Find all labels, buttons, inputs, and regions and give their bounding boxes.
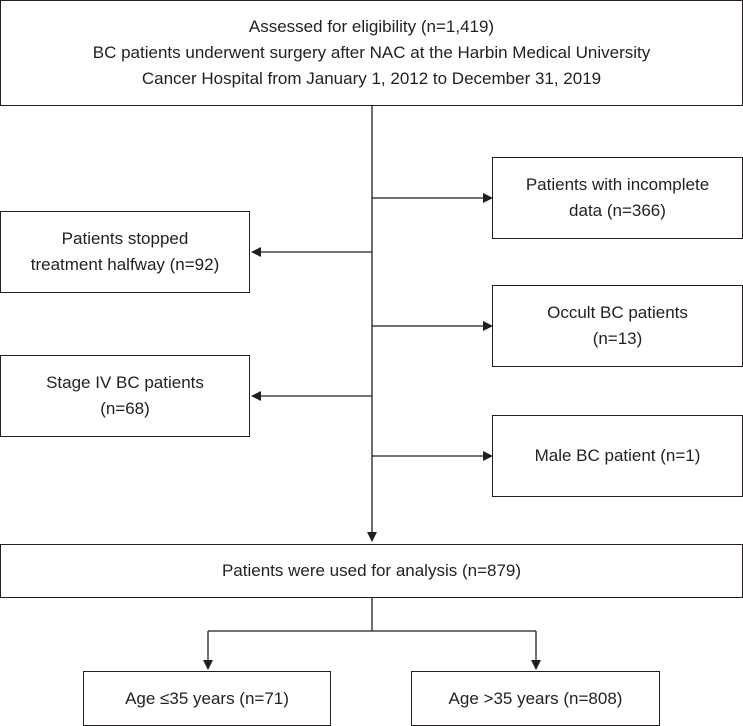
stage-iv-box: Stage IV BC patients (n=68) [0,355,250,437]
age-old-box: Age >35 years (n=808) [411,671,660,726]
age-young-line-1: Age ≤35 years (n=71) [125,688,289,708]
analysis-line-1: Patients were used for analysis (n=879) [221,561,522,580]
stage4-line-2: (n=68) [100,399,150,418]
stopped-line-1: Patients stopped [61,229,189,248]
eligibility-line-3: Cancer Hospital from January 1, 2012 to … [141,69,602,88]
eligibility-line-1: Assessed for eligibility (n=1,419) [248,17,495,36]
male-line-1: Male BC patient (n=1) [534,446,701,465]
incomplete-line-1: Patients with incomplete [525,175,710,194]
incomplete-data-box: Patients with incomplete data (n=366) [492,157,743,239]
age-old-line-1: Age >35 years (n=808) [448,688,623,708]
stage4-line-1: Stage IV BC patients [46,373,204,392]
eligibility-line-2: BC patients underwent surgery after NAC … [92,43,651,62]
occult-line-2: (n=13) [592,329,643,348]
eligibility-box: Assessed for eligibility (n=1,419) BC pa… [0,0,743,106]
occult-line-1: Occult BC patients [547,303,688,322]
analysis-box: Patients were used for analysis (n=879) [0,544,743,598]
stopped-treatment-box: Patients stopped treatment halfway (n=92… [0,211,250,293]
occult-bc-box: Occult BC patients (n=13) [492,285,743,367]
male-bc-box: Male BC patient (n=1) [492,415,743,497]
incomplete-line-2: data (n=366) [569,201,666,220]
age-young-box: Age ≤35 years (n=71) [83,671,331,726]
stopped-line-2: treatment halfway (n=92) [30,255,220,274]
